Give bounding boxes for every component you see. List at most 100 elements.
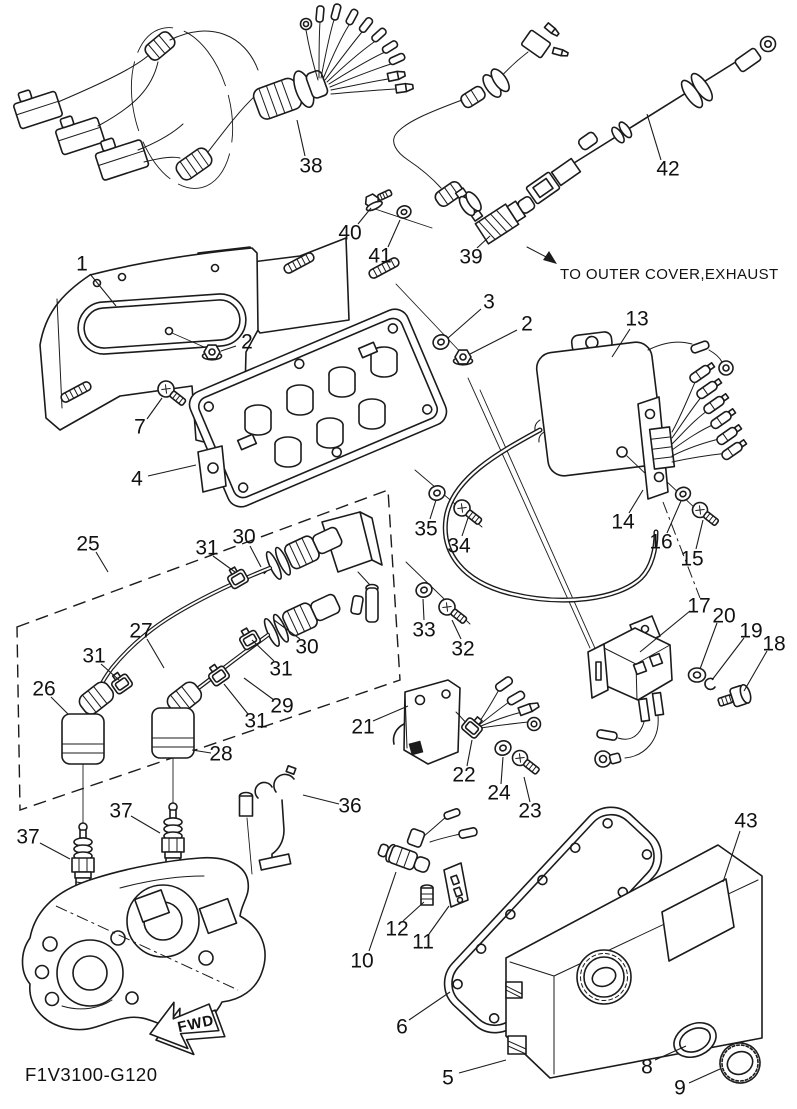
leader-line <box>147 464 197 477</box>
leader-line <box>243 677 275 701</box>
callout-5: 5 <box>442 1067 454 1090</box>
callout-3: 3 <box>483 291 495 314</box>
leader-line <box>223 683 249 715</box>
callout-17: 17 <box>687 595 710 618</box>
callout-9: 9 <box>674 1077 686 1100</box>
rubber-mounts <box>244 346 398 468</box>
leader-line <box>146 397 163 420</box>
callout-26: 26 <box>32 678 55 701</box>
spark-plug-cap <box>151 681 203 759</box>
stud-bolt <box>368 257 400 279</box>
callout-14: 14 <box>611 511 635 534</box>
part-rectifier <box>392 676 542 775</box>
callout-37: 37 <box>109 800 132 823</box>
leader-line <box>191 749 212 754</box>
seal-ring <box>673 1021 717 1059</box>
leader-line <box>476 235 491 249</box>
screw <box>691 501 720 526</box>
part-ignition-coils <box>61 511 383 825</box>
ignition-coil <box>263 526 343 580</box>
leader-line <box>422 598 425 621</box>
callout-35: 35 <box>414 518 437 541</box>
callout-28: 28 <box>209 743 232 766</box>
callout-23: 23 <box>518 800 541 823</box>
leader-line <box>357 207 372 225</box>
leader-line <box>428 905 450 935</box>
leader-line <box>220 345 237 352</box>
cord-clamp <box>110 671 134 695</box>
screw <box>438 598 468 624</box>
callout-30: 30 <box>232 526 255 549</box>
callout-12: 12 <box>385 918 408 941</box>
leader-line <box>628 489 644 514</box>
leader-line <box>654 1045 687 1061</box>
arrowhead <box>543 251 557 264</box>
callout-37: 37 <box>16 826 39 849</box>
leader-line <box>711 637 745 681</box>
leader-line <box>695 519 704 550</box>
stud-bolt <box>60 381 92 403</box>
leader-line <box>447 308 482 339</box>
leader-line <box>95 551 109 573</box>
leader-line <box>646 113 662 161</box>
part-cable <box>525 35 777 205</box>
leader-line <box>273 619 301 640</box>
callout-24: 24 <box>487 782 511 805</box>
callout-16: 16 <box>649 531 672 554</box>
washer <box>415 582 433 598</box>
callout-31: 31 <box>195 537 218 560</box>
part-bracket-11 <box>443 862 469 908</box>
screw <box>511 749 540 775</box>
washer <box>432 334 450 350</box>
part-joint-link <box>393 22 569 245</box>
leader-line <box>469 329 518 355</box>
callout-6: 6 <box>396 1016 408 1039</box>
flange-nut <box>201 344 223 361</box>
leader-line <box>302 794 340 805</box>
part-cdi-unit <box>442 331 748 603</box>
crankcase <box>21 856 266 1031</box>
hex-screw <box>364 189 393 212</box>
dashed-boundary <box>16 489 401 811</box>
cover-slot <box>505 981 523 999</box>
leader-line <box>699 622 718 670</box>
callout-18: 18 <box>762 633 785 656</box>
stud-bolt <box>283 252 315 274</box>
outer-cover-annotation: TO OUTER COVER,EXHAUST <box>526 246 778 283</box>
callout-39: 39 <box>459 246 482 269</box>
callout-34: 34 <box>447 535 471 558</box>
part-starter-relay <box>587 615 752 768</box>
leader-line <box>639 610 691 653</box>
leader-line <box>89 273 117 307</box>
callout-27: 27 <box>129 620 152 643</box>
callout-29: 29 <box>270 695 293 718</box>
washer <box>428 485 446 501</box>
leader-line <box>130 815 161 834</box>
leader-line <box>146 638 165 669</box>
callout-31: 31 <box>269 658 292 681</box>
wire-clamp-22 <box>461 716 483 739</box>
callout-22: 22 <box>452 764 475 787</box>
callout-13: 13 <box>625 308 648 331</box>
leader-line <box>368 871 397 952</box>
leader-line <box>50 696 69 715</box>
filler-cap <box>719 1042 761 1084</box>
callout-11: 11 <box>412 931 434 954</box>
part-wire-holder <box>238 765 297 875</box>
leader-line <box>408 991 451 1021</box>
callout-4: 4 <box>131 468 143 491</box>
callout-15: 15 <box>680 548 703 571</box>
callout-33: 33 <box>412 619 435 642</box>
leader-line <box>688 1068 721 1084</box>
leader-line <box>666 500 682 534</box>
part-wire-harness <box>13 3 414 189</box>
drawing-code: F1V3100-G120 <box>25 1064 158 1085</box>
leader-line <box>458 1059 507 1074</box>
leader-line <box>39 842 71 860</box>
leader-line <box>429 499 437 520</box>
callout-2: 2 <box>241 331 253 354</box>
leader-line <box>461 517 469 537</box>
cord-clamp <box>227 566 249 590</box>
